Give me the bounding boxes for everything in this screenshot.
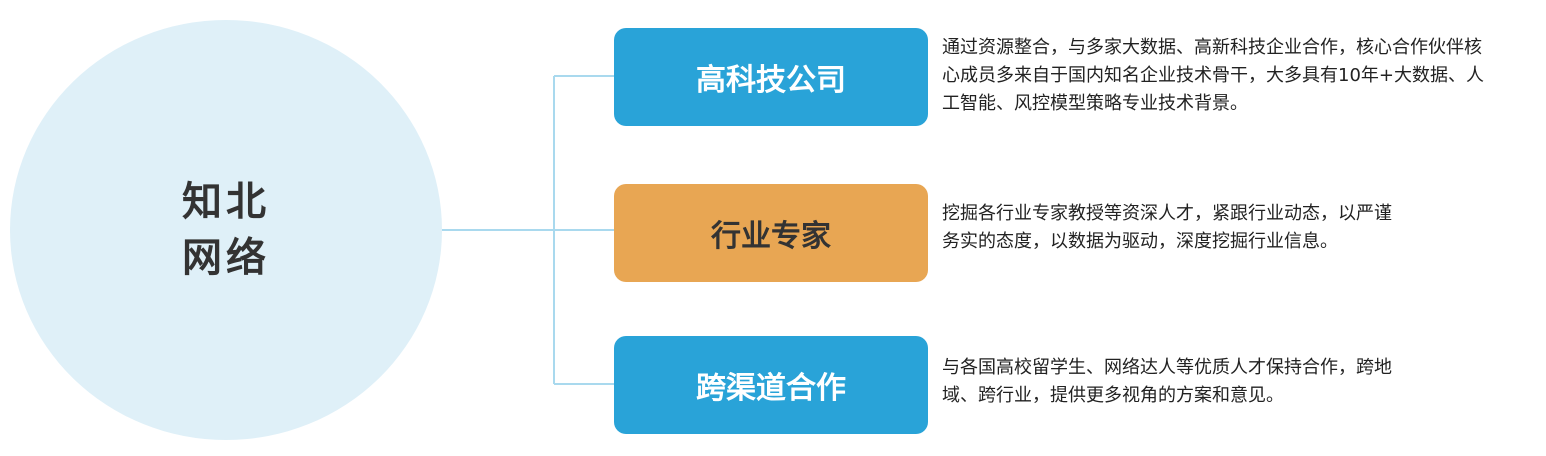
branch-node-title: 高科技公司 <box>696 63 846 98</box>
branch-description-tech-companies: 通过资源整合，与多家大数据、高新科技企业合作，核心合作伙伴核 心成员多来自于国内… <box>942 34 1516 118</box>
description-line: 挖掘各行业专家教授等资深人才，紧跟行业动态，以严谨 <box>942 203 1392 224</box>
center-title-line1: 知北 <box>182 179 270 225</box>
center-node: 知北 网络 <box>10 20 442 440</box>
center-title: 知北 网络 <box>171 174 281 286</box>
description-line: 工智能、风控模型策略专业技术背景。 <box>942 93 1248 114</box>
center-title-line2: 网络 <box>182 235 270 281</box>
branch-node-tech-companies: 高科技公司 <box>614 28 928 126</box>
branch-node-title: 行业专家 <box>711 219 831 254</box>
description-line: 务实的态度，以数据为驱动，深度挖掘行业信息。 <box>942 231 1338 252</box>
branch-description-industry-experts: 挖掘各行业专家教授等资深人才，紧跟行业动态，以严谨 务实的态度，以数据为驱动，深… <box>942 200 1516 256</box>
branch-node-industry-experts: 行业专家 <box>614 184 928 282</box>
description-line: 心成员多来自于国内知名企业技术骨干，大多具有10年+大数据、人 <box>942 65 1484 86</box>
branch-node-cross-channel: 跨渠道合作 <box>614 336 928 434</box>
description-line: 通过资源整合，与多家大数据、高新科技企业合作，核心合作伙伴核 <box>942 37 1482 58</box>
description-line: 与各国高校留学生、网络达人等优质人才保持合作，跨地 <box>942 357 1392 378</box>
description-line: 域、跨行业，提供更多视角的方案和意见。 <box>942 385 1284 406</box>
branch-description-cross-channel: 与各国高校留学生、网络达人等优质人才保持合作，跨地 域、跨行业，提供更多视角的方… <box>942 354 1516 410</box>
branch-node-title: 跨渠道合作 <box>696 371 846 406</box>
